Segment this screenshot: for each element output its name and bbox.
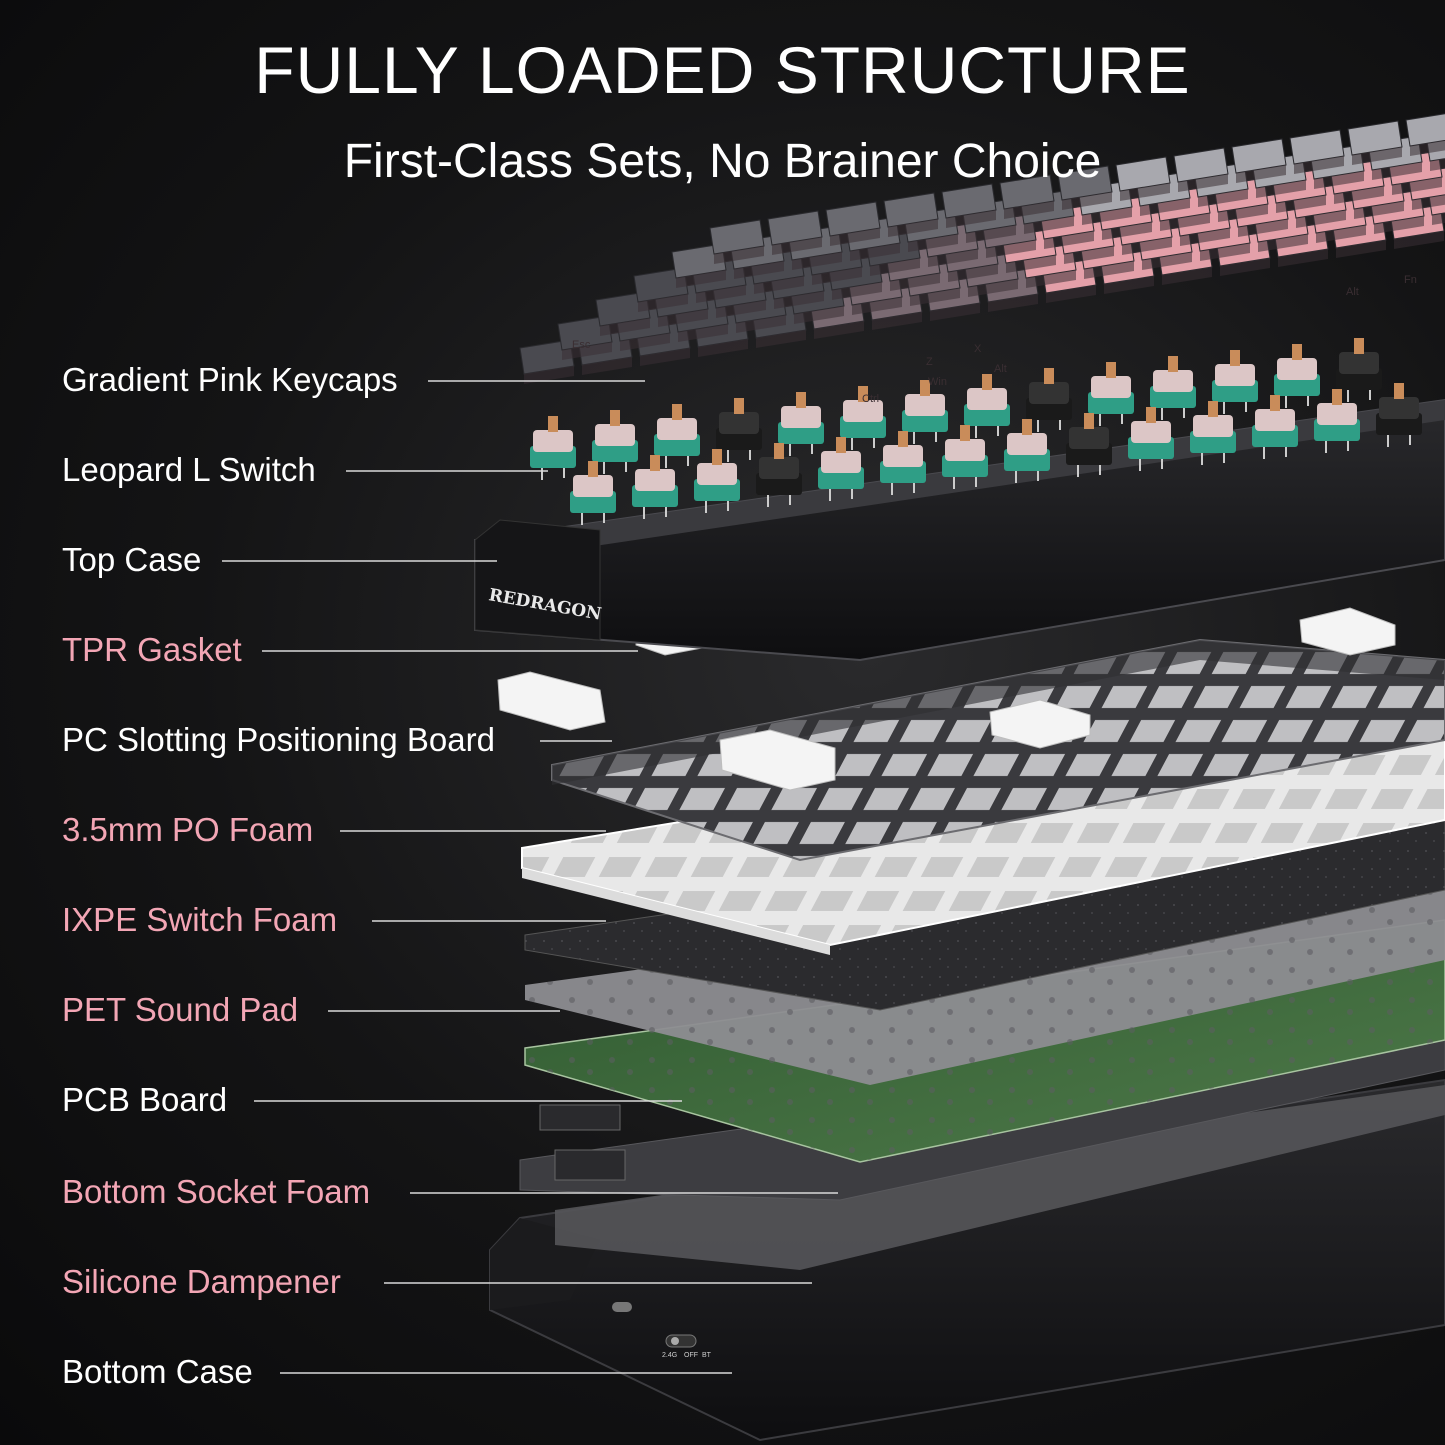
switch (1274, 344, 1320, 408)
keycap-legend: Z (926, 356, 933, 368)
page-subtitle: First-Class Sets, No Brainer Choice (343, 135, 1102, 188)
switch (694, 449, 740, 513)
keycap (1405, 113, 1445, 156)
keycap (883, 192, 939, 237)
switch (632, 455, 678, 519)
switch (1128, 407, 1174, 471)
switch (1212, 350, 1258, 414)
keycap (633, 267, 689, 312)
leopard-switches (530, 338, 1422, 525)
layer-label: 3.5mm PO Foam (62, 811, 314, 848)
switch (840, 386, 886, 450)
layer-label: PET Sound Pad (62, 991, 299, 1028)
keycap-legend: Alt (1346, 286, 1359, 298)
layer-label: PC Slotting Positioning Board (62, 721, 495, 758)
layer-label: IXPE Switch Foam (62, 901, 338, 938)
mode-switch-label: OFF (684, 1352, 698, 1359)
keycap-legend: Ctrl (862, 393, 879, 405)
switch (592, 410, 638, 474)
keycap (1057, 165, 1113, 210)
layer-label: Bottom Case (62, 1353, 253, 1390)
switch (818, 437, 864, 501)
keycap (709, 219, 765, 264)
layer-label: Leopard L Switch (62, 451, 316, 488)
mode-switch (665, 1334, 697, 1348)
switch (756, 443, 802, 507)
keycap (767, 210, 823, 255)
keycap (1289, 129, 1345, 174)
keycap (1231, 138, 1287, 183)
switch (778, 392, 824, 456)
layer-label: Gradient Pink Keycaps (62, 361, 398, 398)
layer-label: Top Case (62, 541, 202, 578)
switch (1066, 413, 1112, 477)
switch (1190, 401, 1236, 465)
keycap-legend: Esc (572, 339, 591, 351)
switch (654, 404, 700, 468)
keycap-legend: X (974, 343, 982, 355)
switch (1376, 383, 1422, 447)
mode-switch-label: BT (702, 1352, 712, 1359)
switch (902, 380, 948, 444)
keycap-legend: Fn (1404, 274, 1417, 286)
keycap (1347, 120, 1403, 165)
switch (1004, 419, 1050, 483)
keycap (1115, 156, 1171, 201)
usb-c-port-icon (612, 1302, 632, 1312)
switch (570, 461, 616, 525)
keycap-legend: Win (928, 376, 947, 388)
keycap (557, 315, 613, 360)
switch (1088, 362, 1134, 426)
switch (530, 416, 576, 480)
layer-label: Silicone Dampener (62, 1263, 341, 1300)
keycap (671, 243, 727, 288)
keycap (519, 339, 575, 384)
keycap (595, 291, 651, 336)
keycap-legend: Alt (994, 363, 1007, 375)
keycap (1173, 147, 1229, 192)
switch (1336, 338, 1382, 402)
switch (1314, 389, 1360, 453)
switch (1252, 395, 1298, 459)
keycap (941, 183, 997, 228)
switch (964, 374, 1010, 438)
switch (1150, 356, 1196, 420)
switch (880, 431, 926, 495)
keycap (999, 174, 1055, 219)
silicone-dampener (555, 1085, 1445, 1270)
keycap (825, 201, 881, 246)
switch (942, 425, 988, 489)
mode-switch-label: 2.4G (662, 1352, 677, 1359)
switch (716, 398, 762, 462)
layer-label: PCB Board (62, 1081, 228, 1118)
layer-label: TPR Gasket (62, 631, 242, 668)
page-title: FULLY LOADED STRUCTURE (254, 33, 1191, 107)
layer-label: Bottom Socket Foam (62, 1173, 371, 1210)
switch (1026, 368, 1072, 432)
